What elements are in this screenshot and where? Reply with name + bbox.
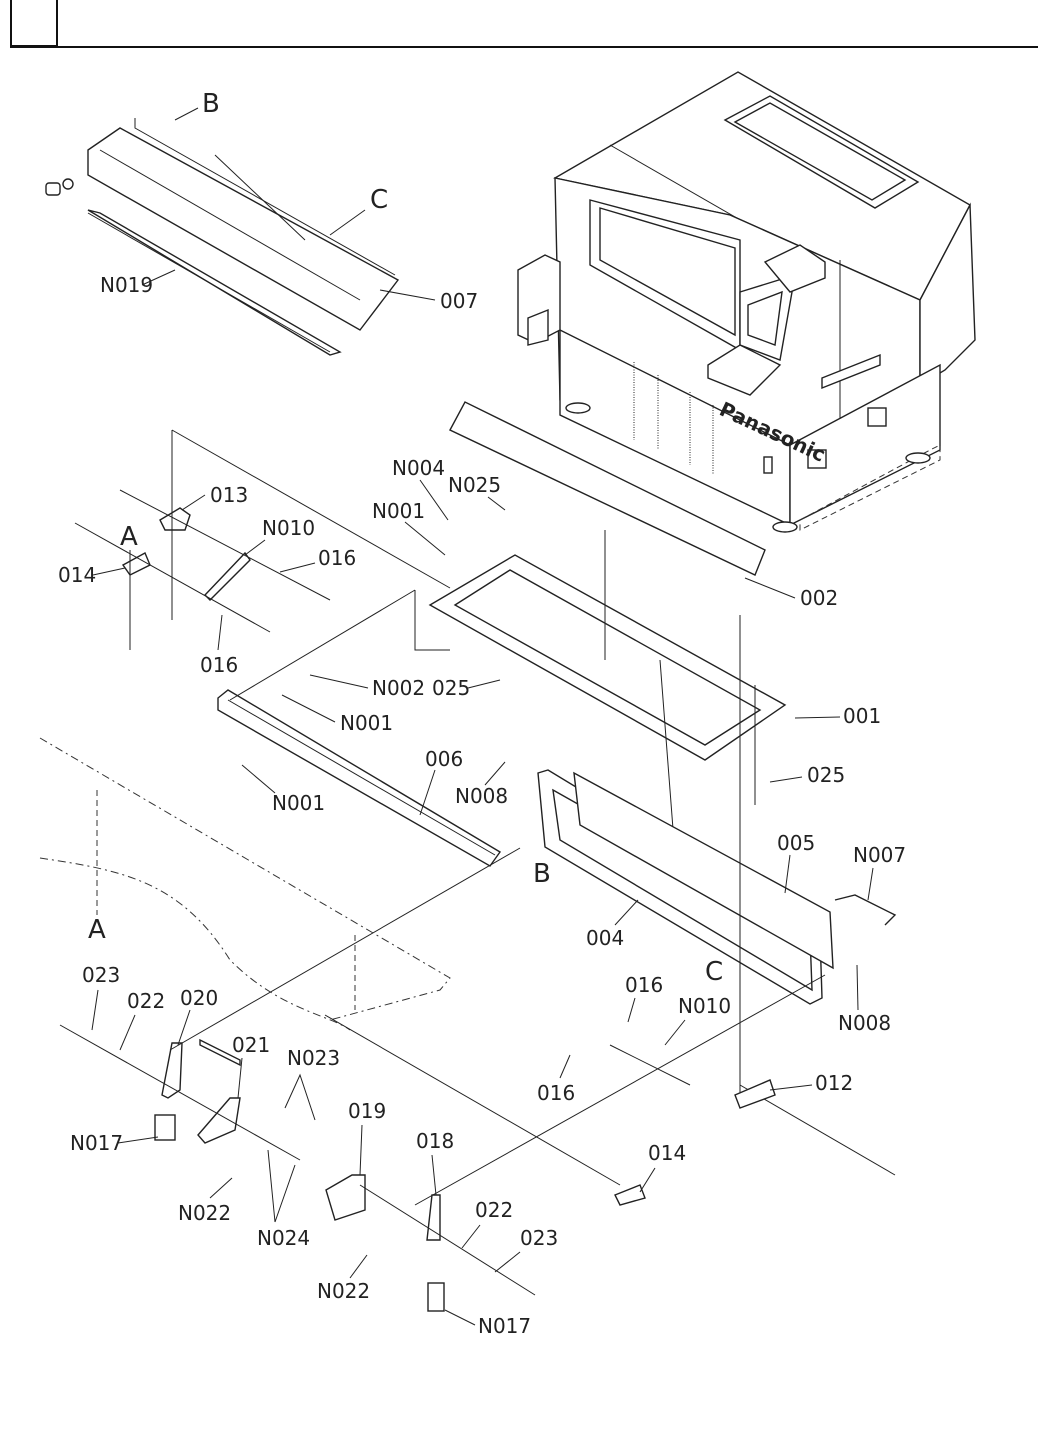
callout-label: 002 [800, 586, 838, 610]
callout-label: 021 [232, 1033, 270, 1057]
callout-label: 022 [127, 989, 165, 1013]
ref-marker-b: B [202, 89, 220, 119]
part-007-cover-rail [46, 118, 398, 355]
callout-label: 013 [210, 483, 248, 507]
callout-label: N025 [448, 473, 501, 497]
callout-label: N001 [340, 711, 393, 735]
callout-label: N001 [272, 791, 325, 815]
callout-label: 016 [537, 1081, 575, 1105]
callout-label: N022 [178, 1201, 231, 1225]
callout-label: 007 [440, 289, 478, 313]
ref-marker-a: A [88, 915, 106, 945]
callout-label: 016 [625, 973, 663, 997]
callout-label: N008 [455, 784, 508, 808]
callout-label: 014 [58, 563, 96, 587]
callout-label: 020 [180, 986, 218, 1010]
callout-label: 025 [807, 763, 845, 787]
callout-label: N023 [287, 1046, 340, 1070]
ref-marker-c: C [370, 185, 388, 215]
callout-label: N004 [392, 456, 445, 480]
callout-label: 022 [475, 1198, 513, 1222]
callout-label: N002 [372, 676, 425, 700]
callout-label: N008 [838, 1011, 891, 1035]
callout-label: N024 [257, 1226, 310, 1250]
callout-label: N010 [678, 994, 731, 1018]
callout-label: 005 [777, 831, 815, 855]
callout-label: N007 [853, 843, 906, 867]
callout-label: 016 [200, 653, 238, 677]
callout-label: N001 [372, 499, 425, 523]
ref-marker-b: B [533, 859, 551, 889]
callout-label: N017 [70, 1131, 123, 1155]
callout-label: 018 [416, 1129, 454, 1153]
ref-marker-c: C [705, 957, 723, 987]
callout-label: 019 [348, 1099, 386, 1123]
callout-label: 006 [425, 747, 463, 771]
callout-label: 004 [586, 926, 624, 950]
callout-label: 016 [318, 546, 356, 570]
callout-label: 025 [432, 676, 470, 700]
callout-label: N019 [100, 273, 153, 297]
part-n007-handle [835, 895, 895, 925]
callout-label: 023 [520, 1226, 558, 1250]
ref-marker-a: A [120, 522, 138, 552]
callout-label: 014 [648, 1141, 686, 1165]
callout-label: 012 [815, 1071, 853, 1095]
callout-label: N010 [262, 516, 315, 540]
callout-label: 023 [82, 963, 120, 987]
callout-label: N022 [317, 1279, 370, 1303]
callout-label: N017 [478, 1314, 531, 1338]
callout-label: 001 [843, 704, 881, 728]
